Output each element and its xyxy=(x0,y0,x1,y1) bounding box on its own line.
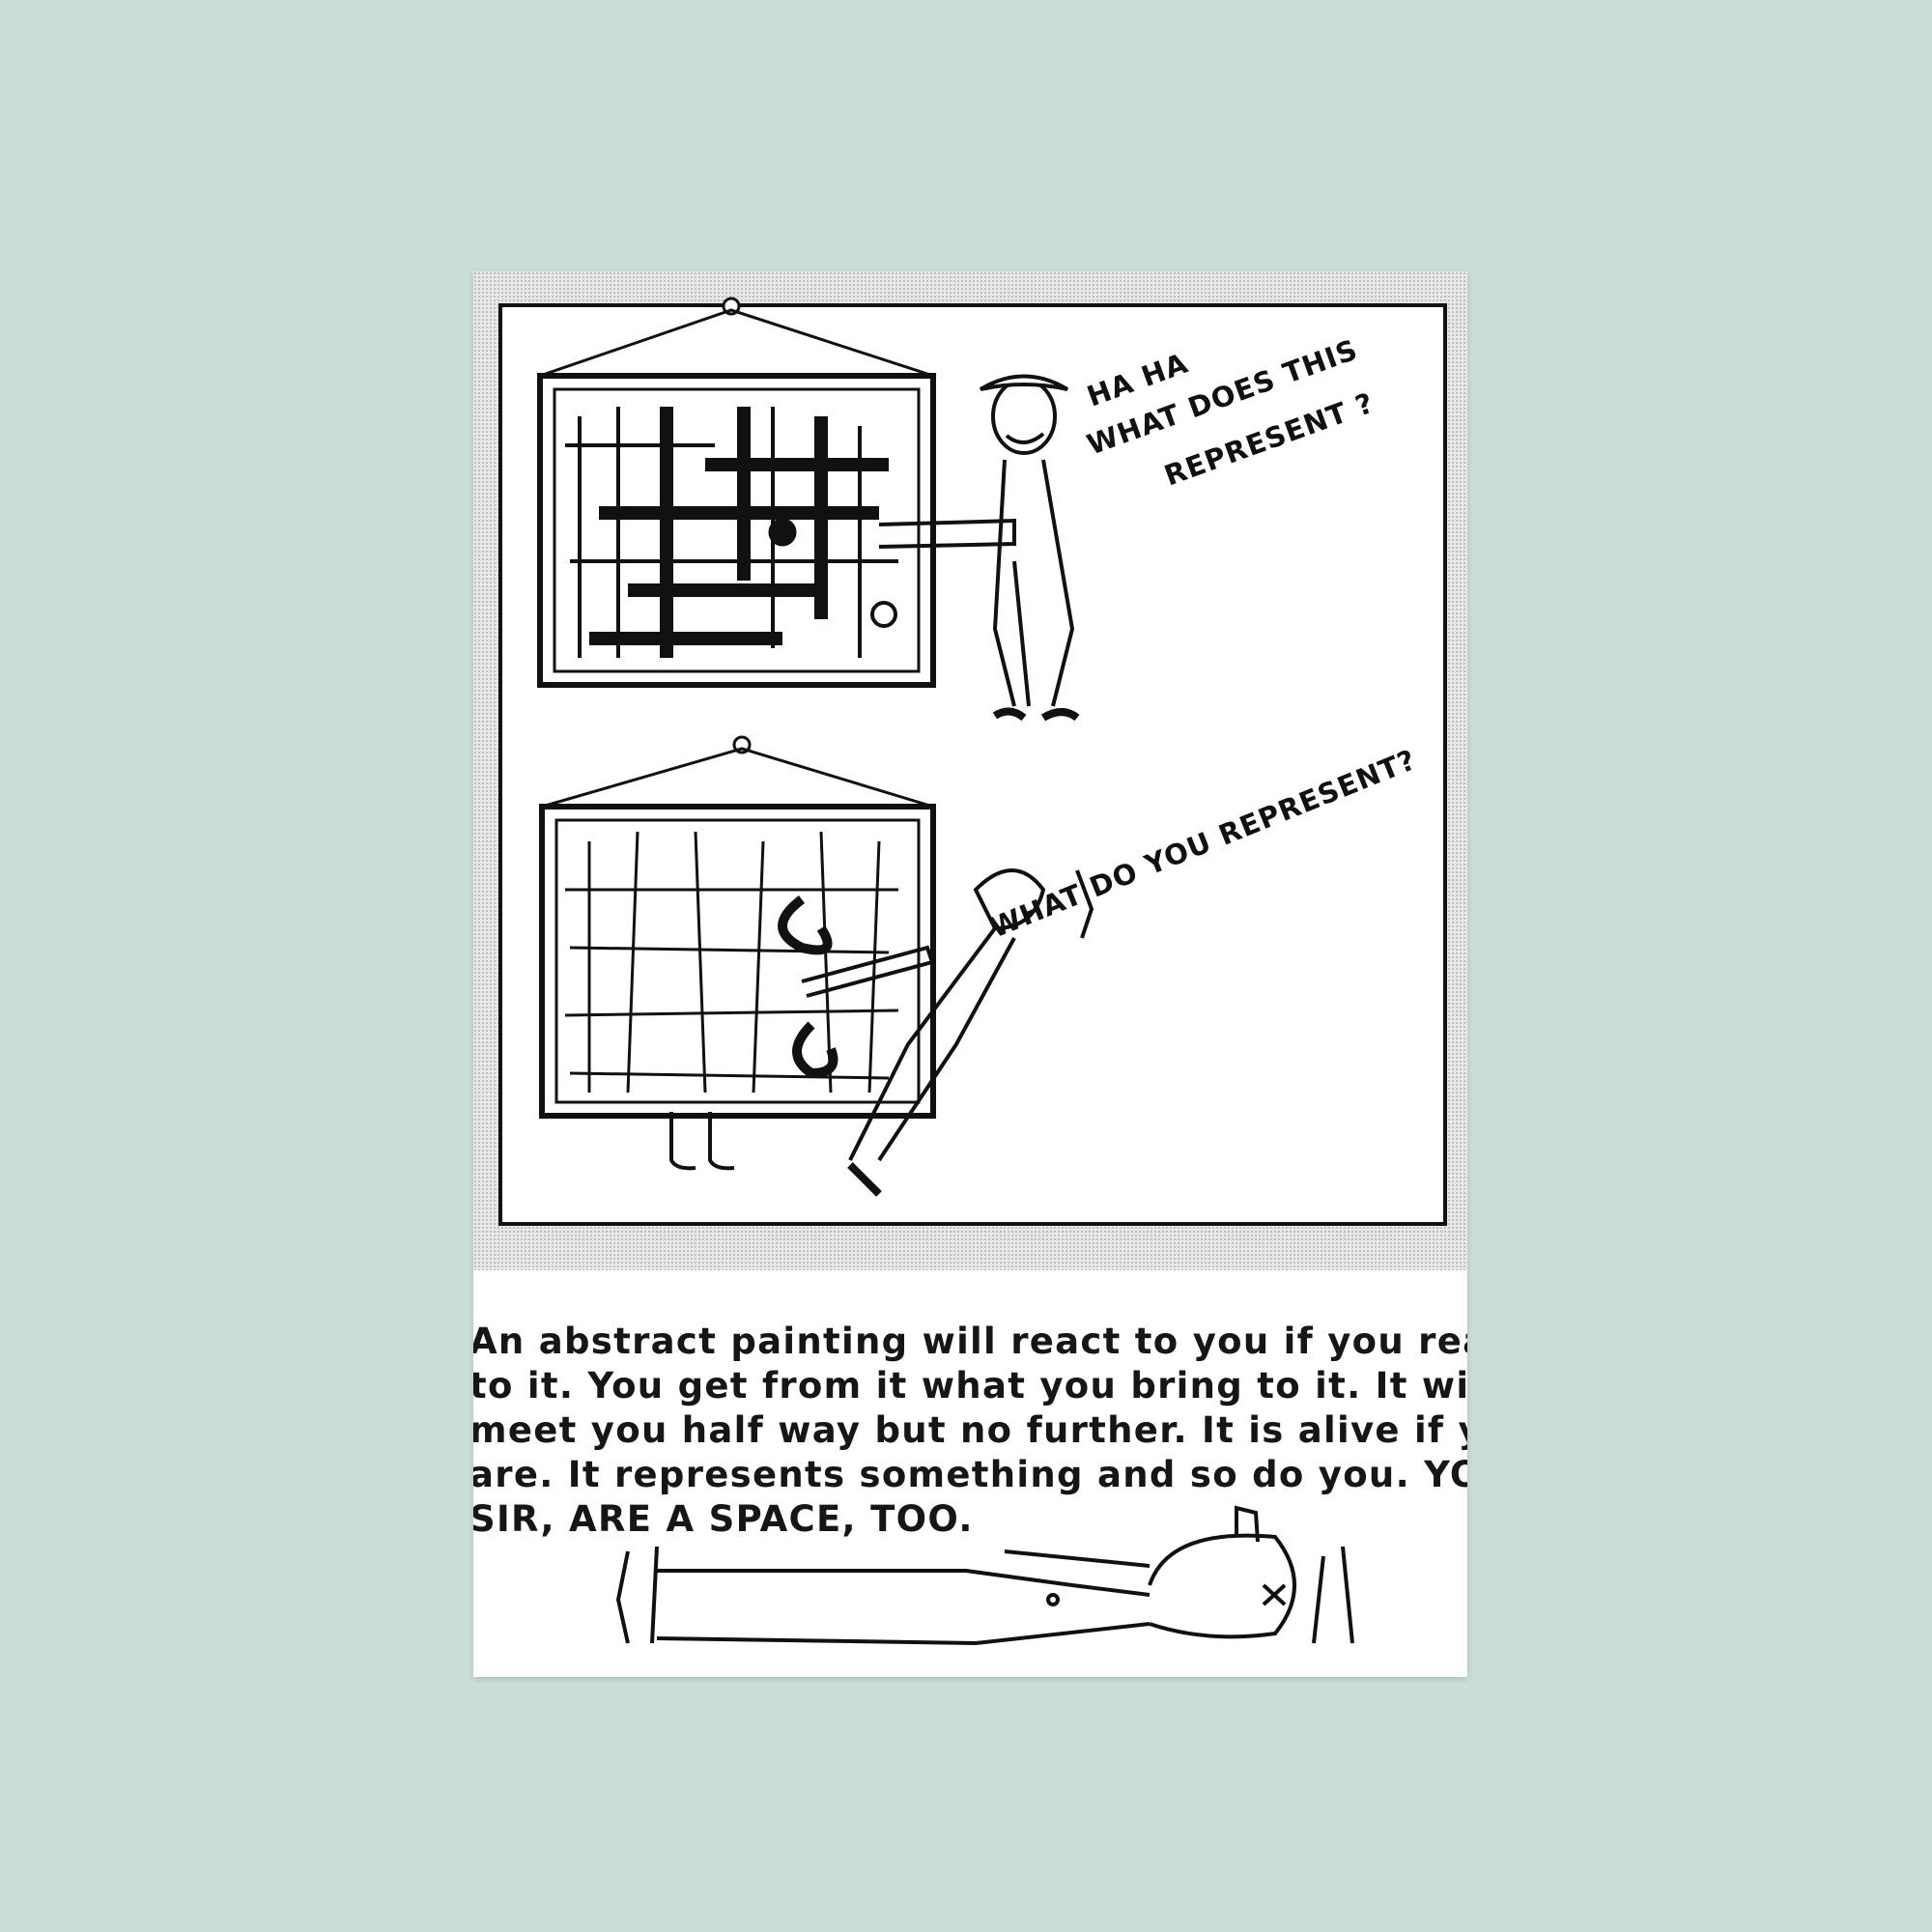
panel-frame xyxy=(498,303,1447,1226)
cartoon-panel: HA HA WHAT DOES THIS REPRESENT ? xyxy=(473,271,1467,1270)
caption-text: An abstract painting will react to you i… xyxy=(473,1320,1467,1542)
caption-line: are. It represents something and so do y… xyxy=(473,1454,1467,1495)
cartoon-drawing: HA HA WHAT DOES THIS REPRESENT ? xyxy=(498,297,1447,1226)
caption-line: An abstract painting will react to you i… xyxy=(473,1321,1467,1362)
falling-man xyxy=(801,868,1094,1197)
caption-line: SIR, ARE A SPACE, TOO. xyxy=(473,1498,974,1540)
standing-man xyxy=(878,374,1080,722)
caption-line: to it. You get from it what you bring to… xyxy=(473,1365,1467,1406)
top-painting xyxy=(537,297,936,688)
caption-line: meet you half way but no further. It is … xyxy=(473,1409,1467,1451)
cartoon-page: HA HA WHAT DOES THIS REPRESENT ? xyxy=(473,271,1467,1677)
